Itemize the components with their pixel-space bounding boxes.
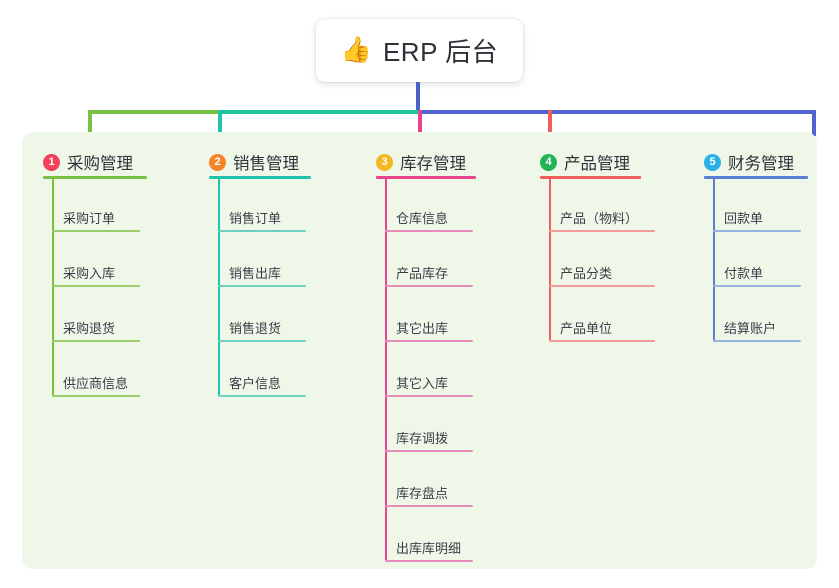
leaf-underline [549,230,655,232]
leaf-label: 销售退货 [229,321,282,336]
branch-header-3[interactable]: 3 库存管理 [376,150,466,174]
leaf-label: 产品库存 [396,266,449,281]
leaf-label: 产品单位 [560,321,613,336]
leaf-underline [52,285,140,287]
branch-badge-1: 1 [43,153,60,171]
branch-rule-1 [43,176,147,179]
leaf-label: 其它出库 [396,321,449,336]
branch-title-3: 库存管理 [400,155,466,173]
bus-left-elbow [88,110,92,136]
leaf-label: 客户信息 [229,376,282,391]
leaf-label: 其它入库 [396,376,449,391]
leaf-underline [549,285,655,287]
leaf-label: 库存盘点 [396,486,449,501]
branch-badge-5: 5 [704,153,721,171]
leaf-underline [713,285,801,287]
branch-title-5: 财务管理 [728,155,794,173]
leaf-underline [385,560,473,562]
leaf-underline [385,395,473,397]
branch-rule-4 [540,176,641,179]
bus-right-elbow [812,110,816,136]
branch-drop-2 [218,110,222,136]
branch-drop-4 [548,110,552,136]
leaf-label: 结算账户 [724,321,777,336]
leaf-underline [385,340,473,342]
leaf-label: 出库库明细 [396,541,462,556]
leaf-label: 仓库信息 [396,211,449,226]
branch-spine-5 [713,176,715,340]
leaf-underline [218,395,306,397]
branch-drop-3 [418,110,422,138]
leaf-underline [52,230,140,232]
leaf-label: 销售订单 [229,211,282,226]
leaf-label: 采购订单 [63,211,116,226]
leaf-label: 回款单 [724,211,764,226]
leaf-underline [218,340,306,342]
branch-title-2: 销售管理 [233,155,299,173]
leaf-underline [218,285,306,287]
leaf-label: 销售出库 [229,266,282,281]
leaf-label: 采购退货 [63,321,116,336]
leaf-label: 供应商信息 [63,376,129,391]
branch-badge-4: 4 [540,153,557,171]
leaf-underline [385,450,473,452]
branch-title-4: 产品管理 [564,155,630,173]
leaf-label: 产品分类 [560,266,613,281]
root-node-content: 👍 ERP 后台 [341,32,498,69]
root-trunk-connector [416,82,420,112]
leaf-underline [218,230,306,232]
leaf-underline [713,230,801,232]
bus-segment-2 [218,110,420,114]
branch-header-4[interactable]: 4 产品管理 [540,150,630,174]
bus-segment-3 [418,110,816,114]
leaf-underline [713,340,801,342]
root-node-title: ERP 后台 [382,37,499,67]
branches-panel [22,132,817,569]
leaf-underline [385,505,473,507]
thumbs-up-icon: 👍 [340,36,372,64]
leaf-label: 库存调拨 [396,431,449,446]
leaf-underline [52,395,140,397]
branch-badge-3: 3 [376,153,393,171]
branch-spine-3 [385,176,387,560]
leaf-label: 付款单 [724,266,764,281]
leaf-label: 产品（物料） [560,211,639,226]
branch-rule-3 [376,176,476,179]
leaf-underline [549,340,655,342]
branch-badge-2: 2 [209,153,226,171]
branch-rule-2 [209,176,311,179]
branch-title-1: 采购管理 [67,155,133,173]
leaf-underline [385,285,473,287]
branch-spine-4 [549,176,551,340]
leaf-underline [385,230,473,232]
bus-segment-1 [88,110,220,114]
branch-header-5[interactable]: 5 财务管理 [704,150,794,174]
branch-rule-5 [704,176,808,179]
branch-header-1[interactable]: 1 采购管理 [43,150,133,174]
leaf-label: 采购入库 [63,266,116,281]
root-node[interactable]: 👍 ERP 后台 [316,19,523,82]
leaf-underline [52,340,140,342]
branch-header-2[interactable]: 2 销售管理 [209,150,299,174]
